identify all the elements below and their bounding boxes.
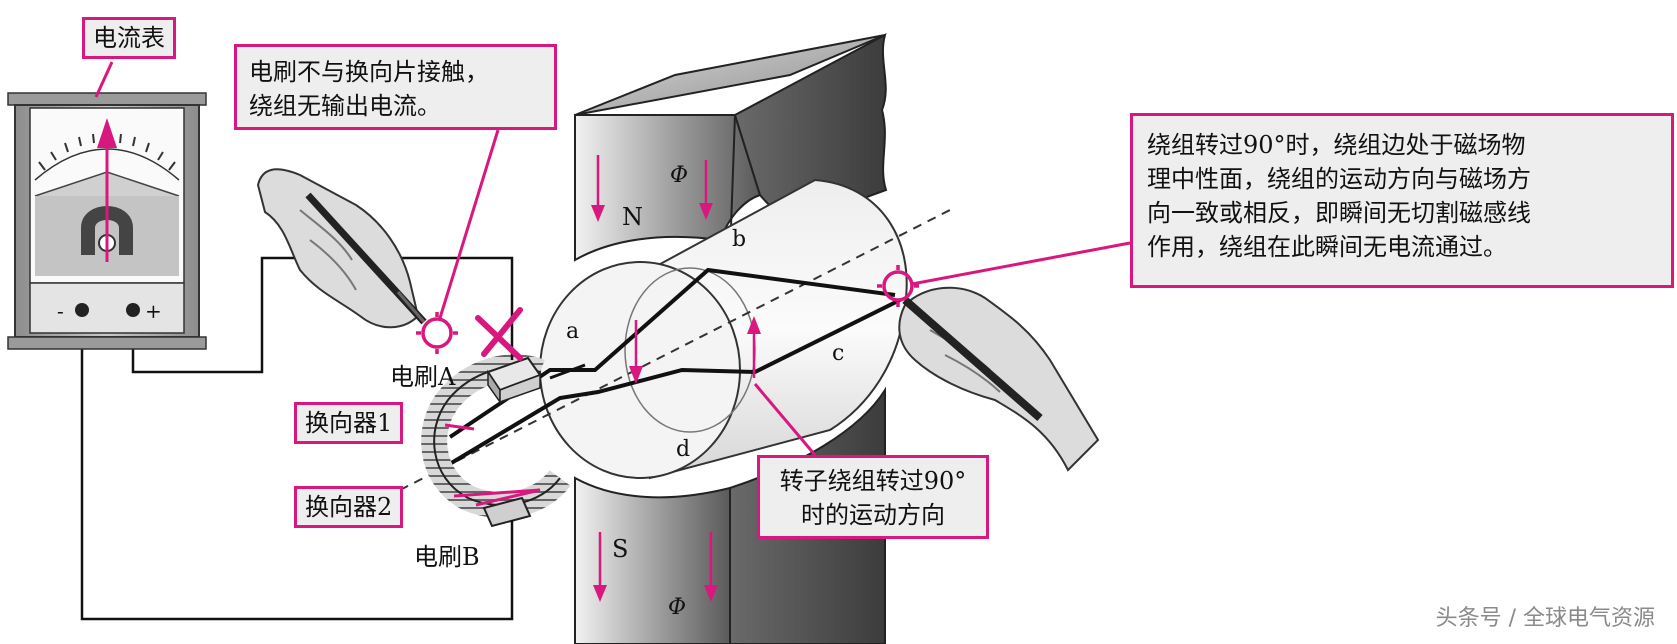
brush-b [482,496,532,528]
flux-bottom-label: Φ [668,595,686,620]
meter-title-leader [94,61,114,98]
flux-top-label: Φ [670,163,688,188]
motion-direction-callout: 转子绕组转过90° 时的运动方向 [757,455,989,539]
motion-callout-line-1: 转子绕组转过90° [779,467,967,495]
commutator-2-tag: 换向器2 [294,486,404,528]
flux-arrows [591,155,718,602]
side-c-label: c [832,341,844,366]
rotation-callout: 绕组转过90°时，绕组边处于磁场物 理中性面，绕组的运动方向与磁场方 向一致或相… [1130,113,1674,288]
negative-terminal [75,303,89,317]
side-b-label: b [732,227,746,252]
brush-no-contact-callout: 电刷不与换向片接触， 绕组无输出电流。 [234,44,557,130]
commutator-1-label: 换向器1 [305,409,393,437]
pole-s-label: S [612,535,628,563]
callout-leaders [94,61,1131,507]
wire-positive [131,256,514,374]
rotation-callout-line-4: 作用，绕组在此瞬间无电流通过。 [1147,233,1507,261]
meter-title-callout: 电流表 [82,17,176,59]
brush-callout-leader [438,129,500,319]
commutator1-leader [444,423,475,431]
positive-terminal-label: + [145,299,162,323]
motion-arrows [629,316,761,384]
north-pole-block [574,33,888,262]
commutator2-leader [453,488,541,507]
pole-n-label: N [622,203,643,231]
rotation-callout-leader [911,241,1131,286]
commutator-1-tag: 换向器1 [294,402,404,444]
south-pole-front-face [574,476,731,644]
rotor-axis [399,209,951,491]
coil-contact-marker [877,265,919,307]
negative-terminal-label: - [57,299,64,323]
coil-bottom-wire [446,298,901,467]
rotation-callout-line-3: 向一致或相反，即瞬间无切割磁感线 [1147,199,1531,227]
ammeter-scale-ticks [38,133,176,171]
right-hand-probe [898,286,1100,472]
brush-b-label: 电刷B [414,543,480,571]
brush-a-contact-marker [416,312,458,354]
ammeter-needle [97,118,117,262]
meter-title: 电流表 [93,24,165,52]
brush-callout-line-2: 绕组无输出电流。 [249,92,441,120]
brush-a [486,356,542,405]
left-hand-probe [256,168,427,329]
wire-negative [80,312,514,621]
side-a-label: a [566,319,579,344]
rotation-callout-line-1: 绕组转过90°时，绕组边处于磁场物 [1147,131,1526,159]
no-contact-x-icon [475,307,523,361]
watermark: 头条号 / 全球电气资源 [1435,606,1655,631]
motion-callout-line-2: 时的运动方向 [801,501,945,529]
brush-a-label: 电刷A [390,363,456,391]
external-circuit [80,256,514,621]
motion-callout-leader [753,383,817,456]
positive-terminal [126,303,140,317]
side-d-label: d [676,437,690,462]
rotation-callout-line-2: 理中性面，绕组的运动方向与磁场方 [1147,165,1531,193]
brush-callout-line-1: 电刷不与换向片接触， [249,58,489,86]
commutator-2-label: 换向器2 [305,493,393,521]
